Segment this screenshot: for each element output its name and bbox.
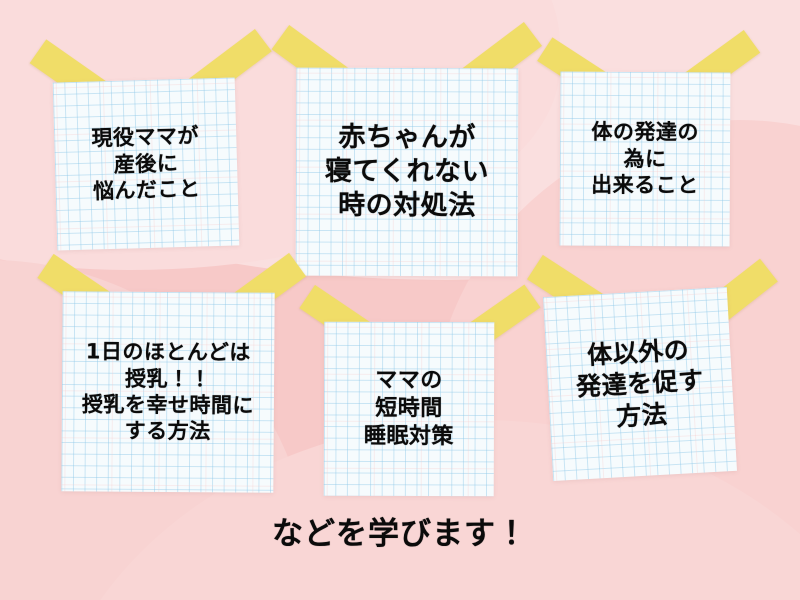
topic-note-text: 現役ママが 産後に 悩んだこと: [91, 123, 201, 204]
topic-note-text: 体の発達の 為に 出来ること: [591, 120, 699, 198]
topic-note-card[interactable]: ママの 短時間 睡眠対策: [323, 321, 495, 497]
topic-note-text: ママの 短時間 睡眠対策: [363, 368, 454, 450]
topic-note-card[interactable]: 1日のほとんどは 授乳！！ 授乳を幸せ時間に する方法: [61, 291, 275, 493]
topic-note-text: 体以外の 発達を促す 方法: [575, 334, 705, 432]
topic-note-text: 赤ちゃんが 寝てくれない 時の対処法: [324, 121, 490, 222]
footer-caption: などを学びます！: [272, 516, 528, 552]
topic-note-card[interactable]: 体の発達の 為に 出来ること: [559, 71, 731, 247]
topic-note-card[interactable]: 赤ちゃんが 寝てくれない 時の対処法: [295, 67, 519, 277]
topic-note-text: 1日のほとんどは 授乳！！ 授乳を幸せ時間に する方法: [81, 339, 254, 444]
topic-note-card[interactable]: 体以外の 発達を促す 方法: [543, 287, 737, 481]
topic-note-card[interactable]: 現役ママが 産後に 悩んだこと: [52, 77, 240, 251]
